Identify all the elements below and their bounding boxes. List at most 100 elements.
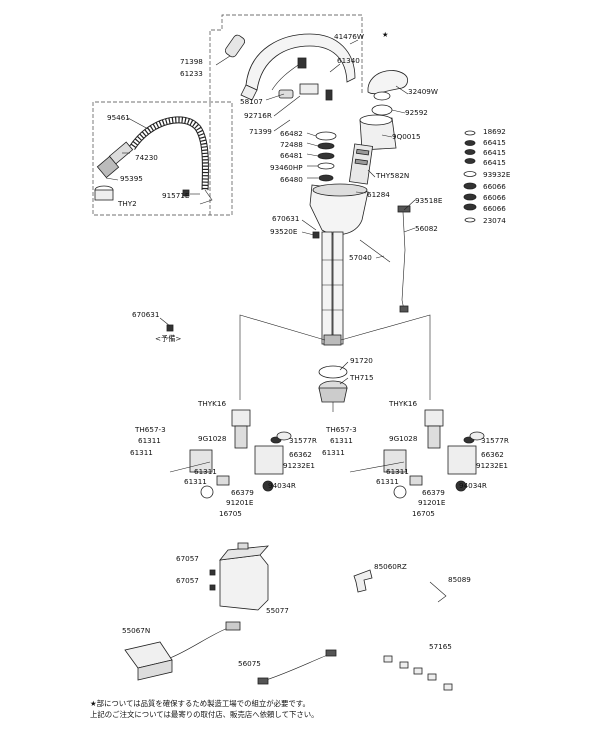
footer-line-2: 上記のご注文については最寄りの取付店、販売店へ依頼して下さい。 xyxy=(90,710,319,719)
pull-out-hose xyxy=(129,116,213,205)
part-label: 16705 xyxy=(412,509,435,518)
part-label: THYK16 xyxy=(388,399,417,408)
spare-screw xyxy=(166,324,174,332)
part-label: 9Q0015 xyxy=(392,132,421,141)
extension-cable xyxy=(257,649,337,685)
screw-part xyxy=(209,569,216,576)
part-label: 31577R xyxy=(289,436,317,445)
part-label: 61311 xyxy=(386,467,409,476)
part-label: 57165 xyxy=(429,642,452,651)
right-supply-line xyxy=(340,314,431,400)
part-label: 61311 xyxy=(376,477,399,486)
part-label: 91201E xyxy=(418,498,446,507)
part-label: 74230 xyxy=(135,153,158,162)
part-label: 670631 xyxy=(272,214,299,223)
part-label: 55067N xyxy=(122,626,150,635)
spout-seal-stack xyxy=(315,131,337,182)
part-label: 93932E xyxy=(483,170,511,179)
part-label: 66415 xyxy=(483,138,506,147)
part-label: 9G1028 xyxy=(198,434,227,443)
part-label: 91720 xyxy=(350,356,373,365)
part-label: 61233 xyxy=(180,69,203,78)
part-label: 61311 xyxy=(130,448,153,457)
hose-assembly-box xyxy=(92,101,233,216)
rod-part xyxy=(359,239,391,263)
part-label: 91232E1 xyxy=(283,461,315,470)
left-valve-assembly xyxy=(169,409,292,499)
ring-part xyxy=(371,104,393,116)
part-label: 71398 xyxy=(180,57,203,66)
cartridge-housing xyxy=(359,114,397,151)
spare-seal-stack xyxy=(463,130,477,223)
part-label: 66480 xyxy=(280,175,303,184)
battery-box xyxy=(219,542,269,611)
part-label: 91201E xyxy=(226,498,254,507)
supply-pipes xyxy=(321,231,344,346)
part-label: 94034R xyxy=(268,481,296,490)
sensor-wiring xyxy=(271,57,333,101)
part-label: 85089 xyxy=(448,575,471,584)
part-label: 71399 xyxy=(249,127,272,136)
footer-line-1: ★部については品質を確保するため製造工場での組立が必要です。 xyxy=(90,699,310,708)
left-supply-line xyxy=(239,314,326,400)
part-label: 72488 xyxy=(280,140,303,149)
faucet-body xyxy=(309,183,369,235)
hose-fittings xyxy=(94,141,134,201)
part-label: 61311 xyxy=(138,436,161,445)
key-tool xyxy=(353,569,373,593)
part-label: 61340 xyxy=(337,56,360,65)
part-label: 94034R xyxy=(459,481,487,490)
hex-wrench xyxy=(429,581,447,603)
part-label: 95395 xyxy=(120,174,143,183)
part-label: THYK16 xyxy=(197,399,226,408)
part-label: 66481 xyxy=(280,151,303,160)
part-label: 16705 xyxy=(219,509,242,518)
part-label: 61311 xyxy=(322,448,345,457)
part-label: TH715 xyxy=(349,373,374,382)
part-label: 55077 xyxy=(266,606,289,615)
part-label: 18692 xyxy=(483,127,506,136)
part-label: 93518E xyxy=(415,196,443,205)
screw-part xyxy=(182,189,190,197)
part-label: 67057 xyxy=(176,554,199,563)
spout-assembly-box xyxy=(209,14,363,215)
sensor-cable xyxy=(397,205,411,313)
part-label: 58107 xyxy=(240,97,263,106)
part-label: 61311 xyxy=(330,436,353,445)
part-label: 66066 xyxy=(483,182,506,191)
part-label: 67057 xyxy=(176,576,199,585)
part-label: 32409W xyxy=(408,87,438,96)
screw-part xyxy=(209,584,216,591)
part-label: 9G1028 xyxy=(389,434,418,443)
part-label: 23074 xyxy=(483,216,506,225)
part-label: 66415 xyxy=(483,158,506,167)
part-label: 61311 xyxy=(184,477,207,486)
part-label: 91571E xyxy=(162,191,190,200)
part-label: 66362 xyxy=(289,450,312,459)
part-label: 85060RZ xyxy=(374,562,407,571)
star-marker: ★ xyxy=(382,30,388,39)
part-label: 66482 xyxy=(280,129,303,138)
cartridge-core xyxy=(348,143,374,185)
part-label: 92716R xyxy=(244,111,272,120)
part-label: 66066 xyxy=(483,204,506,213)
part-label: 66415 xyxy=(483,148,506,157)
part-label: 56075 xyxy=(238,659,261,668)
part-label: 66379 xyxy=(422,488,445,497)
leader-lines xyxy=(105,39,416,385)
part-label: TH657-3 xyxy=(134,425,166,434)
part-label: THY582N xyxy=(375,171,409,180)
right-valve-assembly xyxy=(349,409,485,499)
handle-lever xyxy=(367,70,408,101)
part-label: 31577R xyxy=(481,436,509,445)
part-label: 95461 xyxy=(107,113,130,122)
part-label: 66379 xyxy=(231,488,254,497)
part-label: 91232E1 xyxy=(476,461,508,470)
part-label: 66362 xyxy=(481,450,504,459)
part-label: THY2 xyxy=(117,199,137,208)
connector-set xyxy=(383,655,453,691)
part-label: 670631 xyxy=(132,310,159,319)
part-label: 41476W xyxy=(334,32,364,41)
part-label: TH657-3 xyxy=(325,425,357,434)
